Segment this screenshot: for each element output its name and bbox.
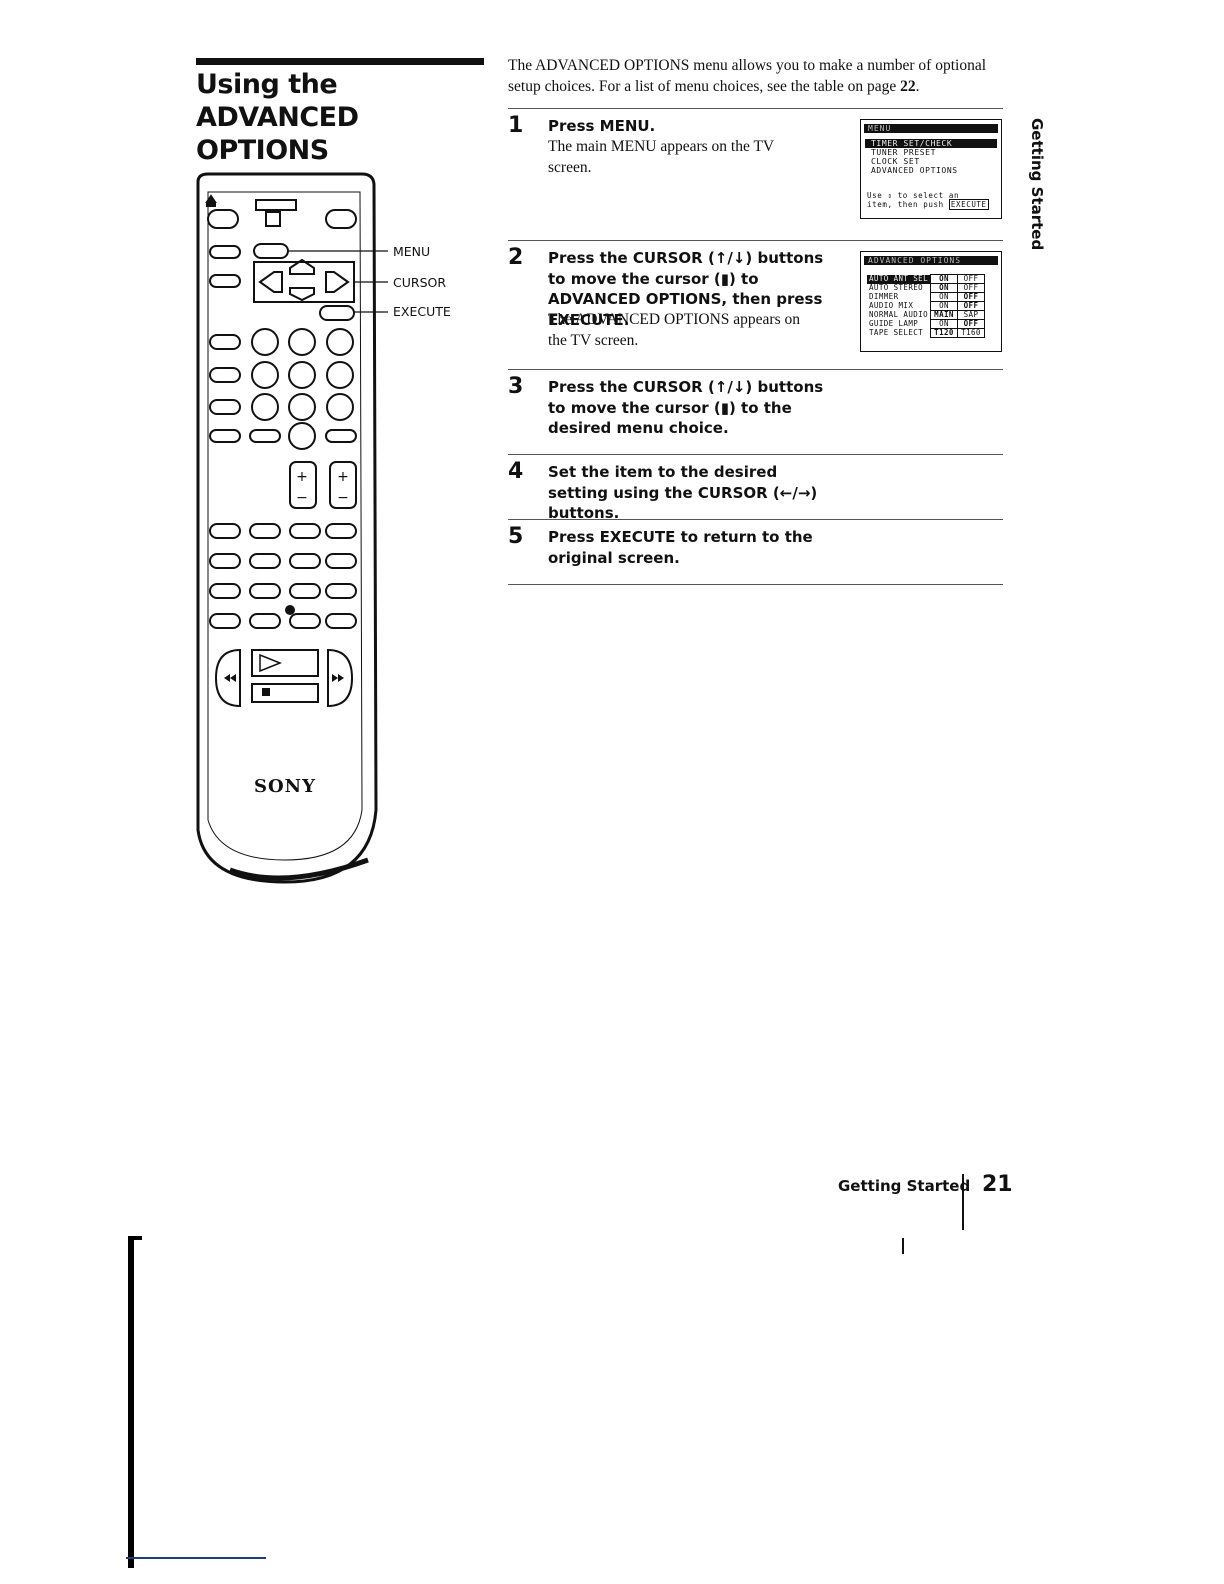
- stop-button: [251, 683, 319, 703]
- step-number: 1: [508, 113, 524, 138]
- menu-help-text: item, then push: [867, 200, 944, 209]
- menu-item: ADVANCED OPTIONS: [871, 166, 958, 175]
- option-label: DIMMER: [869, 292, 899, 301]
- fast-forward-button: [327, 648, 354, 708]
- option-value-b: T160: [957, 328, 985, 338]
- intro-paragraph: The ADVANCED OPTIONS menu allows you to …: [508, 55, 1008, 97]
- tv-vcr-switch-knob: [265, 211, 281, 227]
- step-heading: Press MENU.: [548, 117, 656, 135]
- svg-text:−: −: [296, 490, 308, 506]
- execute-button: [319, 305, 355, 321]
- cursor-right-button: [325, 271, 350, 293]
- power-button: [207, 209, 239, 229]
- rewind-icon: [230, 674, 236, 682]
- step-2: 2 Press the CURSOR (↑/↓) buttons to move…: [508, 246, 828, 356]
- option-label: AUTO ANT SEL: [867, 274, 931, 284]
- channel-rocker: [289, 461, 317, 509]
- cursor-up-button: [289, 258, 315, 275]
- step-heading: Press EXECUTE to return to the original …: [548, 528, 813, 567]
- remote-inner-outline: [207, 191, 363, 861]
- menu-screen-title: MENU: [864, 124, 998, 133]
- footer-section-name: Getting Started: [838, 1177, 971, 1195]
- option-label: AUTO STEREO: [869, 283, 924, 292]
- option-label: TAPE SELECT: [869, 328, 924, 337]
- execute-key-label: EXECUTE: [948, 199, 989, 210]
- step-divider: [508, 454, 1003, 455]
- section-side-tab: Getting Started: [1028, 118, 1046, 251]
- menu-help-line: Use ⇕ to select an: [867, 191, 960, 200]
- option-label: AUDIO MIX: [869, 301, 914, 310]
- menu-callout: MENU: [393, 244, 430, 259]
- menu-item: TIMER SET/CHECK: [865, 139, 997, 148]
- cursor-callout: CURSOR: [393, 275, 446, 290]
- top-right-button: [325, 209, 357, 229]
- step-heading: Press the CURSOR (↑/↓) buttons to move t…: [548, 249, 824, 329]
- step-divider: [508, 584, 1003, 585]
- remote-bottom-edge: [229, 857, 369, 881]
- play-icon: [259, 653, 283, 673]
- left-side-button: [209, 274, 241, 288]
- step-number: 4: [508, 459, 524, 484]
- step-number: 5: [508, 524, 524, 549]
- eject-icon: [205, 194, 217, 207]
- intro-page-ref: 22: [900, 78, 916, 95]
- step-4: 4 Set the item to the desired setting us…: [508, 459, 828, 523]
- fast-forward-icon: [332, 674, 338, 682]
- menu-item: TUNER PRESET: [871, 148, 936, 157]
- option-label: NORMAL AUDIO: [869, 310, 928, 319]
- step-divider: [508, 240, 1003, 241]
- option-label: GUIDE LAMP: [869, 319, 919, 328]
- step-heading: Press the CURSOR (↑/↓) buttons to move t…: [548, 378, 824, 437]
- step-3: 3 Press the CURSOR (↑/↓) buttons to move…: [508, 375, 828, 445]
- sony-logo: SONY: [254, 776, 316, 797]
- step-body: The main MENU appears on the TV screen.: [548, 138, 774, 176]
- step-heading: Set the item to the desired setting usin…: [548, 463, 818, 522]
- step-5: 5 Press EXECUTE to return to the origina…: [508, 525, 828, 575]
- menu-help-line: item, then push EXECUTE: [861, 199, 1001, 210]
- menu-button: [253, 243, 289, 259]
- svg-text:+: +: [296, 469, 308, 485]
- volume-rocker: [329, 461, 357, 509]
- scan-mark: [902, 1238, 904, 1254]
- cursor-down-button: [289, 287, 315, 302]
- step-divider: [508, 519, 1003, 520]
- menu-screen: MENU TIMER SET/CHECK TUNER PRESET CLOCK …: [860, 119, 1002, 219]
- remote-body-outline: [196, 172, 378, 884]
- svg-text:+: +: [337, 469, 349, 485]
- intro-text: The ADVANCED OPTIONS menu allows you to …: [508, 57, 987, 95]
- tv-vcr-switch: [255, 199, 297, 211]
- scan-edge-bar: [128, 1238, 134, 1568]
- step-divider: [508, 369, 1003, 370]
- step-1: 1 Press MENU. The main MENU appears on t…: [508, 114, 828, 234]
- menu-side-button: [209, 245, 241, 259]
- page-number: 21: [982, 1172, 1013, 1197]
- advanced-screen-title: ADVANCED OPTIONS: [864, 256, 998, 265]
- remote-control-illustration: + − + − SONY MENU CURSOR EXECUTE: [196, 172, 451, 884]
- rewind-button: [214, 648, 241, 708]
- step-number: 2: [508, 245, 524, 270]
- option-value-a: T120: [930, 328, 958, 338]
- play-button: [251, 649, 319, 677]
- title-rule: [196, 58, 484, 65]
- menu-item: CLOCK SET: [871, 157, 920, 166]
- svg-text:−: −: [337, 490, 349, 506]
- step-divider: [508, 108, 1003, 109]
- cursor-left-button: [258, 271, 283, 293]
- step-number: 3: [508, 374, 524, 399]
- scan-edge-tip: [128, 1236, 142, 1240]
- scan-edge-line: [126, 1557, 266, 1559]
- intro-end: .: [915, 78, 920, 95]
- cursor-pad: [253, 261, 355, 303]
- footer-divider: [962, 1174, 964, 1230]
- page-title: Using the ADVANCED OPTIONS: [196, 69, 359, 166]
- execute-callout: EXECUTE: [393, 304, 451, 319]
- stop-icon: [262, 688, 270, 696]
- step-body: The ADVANCED OPTIONS appears on the TV s…: [548, 311, 800, 349]
